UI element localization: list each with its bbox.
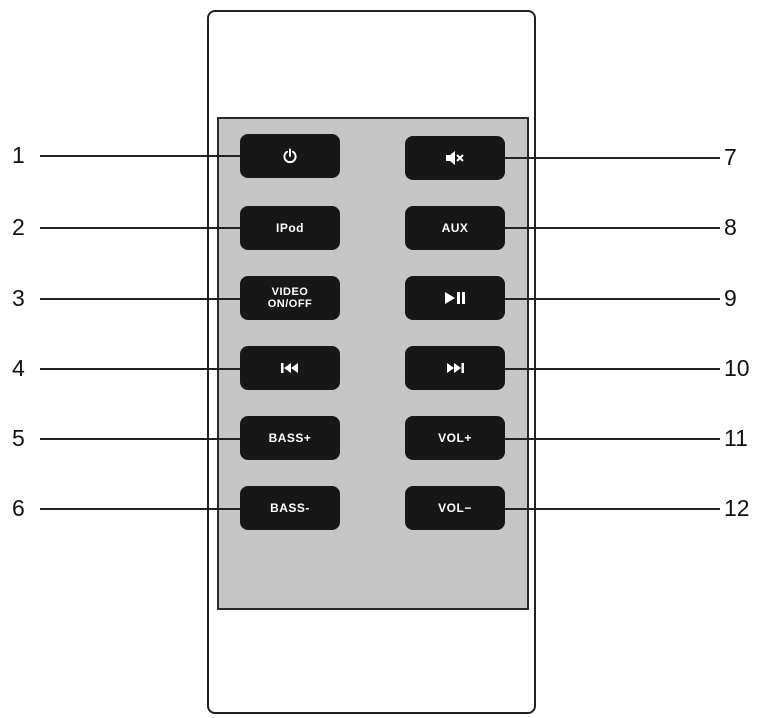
callout-line-12 [505,508,720,510]
callout-number-6: 6 [12,495,25,521]
play-pause-icon [444,291,466,305]
aux-button-label: AUX [441,221,469,235]
vol-plus-label: VOL+ [438,431,472,445]
skip-forward-icon [445,362,465,374]
callout-line-9 [505,298,720,300]
ipod-button[interactable]: IPod [240,206,340,250]
callout-number-10: 10 [724,355,750,381]
callout-line-6 [40,508,240,510]
mute-button[interactable] [405,136,505,180]
callout-number-1: 1 [12,142,25,168]
callout-line-2 [40,227,240,229]
callout-line-5 [40,438,240,440]
callout-number-4: 4 [12,355,25,381]
ipod-button-label: IPod [276,221,304,235]
skip-back-icon [280,362,300,374]
callout-line-10 [505,368,720,370]
play-pause-button[interactable] [405,276,505,320]
volume-down-button[interactable]: VOL− [405,486,505,530]
callout-number-8: 8 [724,214,737,240]
mute-icon [445,150,465,166]
callout-number-11: 11 [724,425,748,451]
bass-plus-button[interactable]: BASS+ [240,416,340,460]
aux-button[interactable]: AUX [405,206,505,250]
bass-plus-label: BASS+ [268,431,312,445]
callout-line-1 [40,155,240,157]
bass-minus-label: BASS- [270,501,310,515]
callout-line-4 [40,368,240,370]
video-button-label-line2: ON/OFF [267,298,313,310]
callout-line-7 [505,157,720,159]
video-button-label-line1: VIDEO [271,286,309,298]
power-button[interactable] [240,134,340,178]
callout-line-11 [505,438,720,440]
bass-minus-button[interactable]: BASS- [240,486,340,530]
power-icon [282,148,298,164]
callout-number-9: 9 [724,285,737,311]
callout-number-7: 7 [724,144,737,170]
video-on-off-button[interactable]: VIDEO ON/OFF [240,276,340,320]
callout-number-3: 3 [12,285,25,311]
callout-line-8 [505,227,720,229]
volume-up-button[interactable]: VOL+ [405,416,505,460]
callout-number-12: 12 [724,495,750,521]
callout-line-3 [40,298,240,300]
next-track-button[interactable] [405,346,505,390]
callout-number-2: 2 [12,214,25,240]
previous-track-button[interactable] [240,346,340,390]
callout-number-5: 5 [12,425,25,451]
vol-minus-label: VOL− [438,501,472,515]
